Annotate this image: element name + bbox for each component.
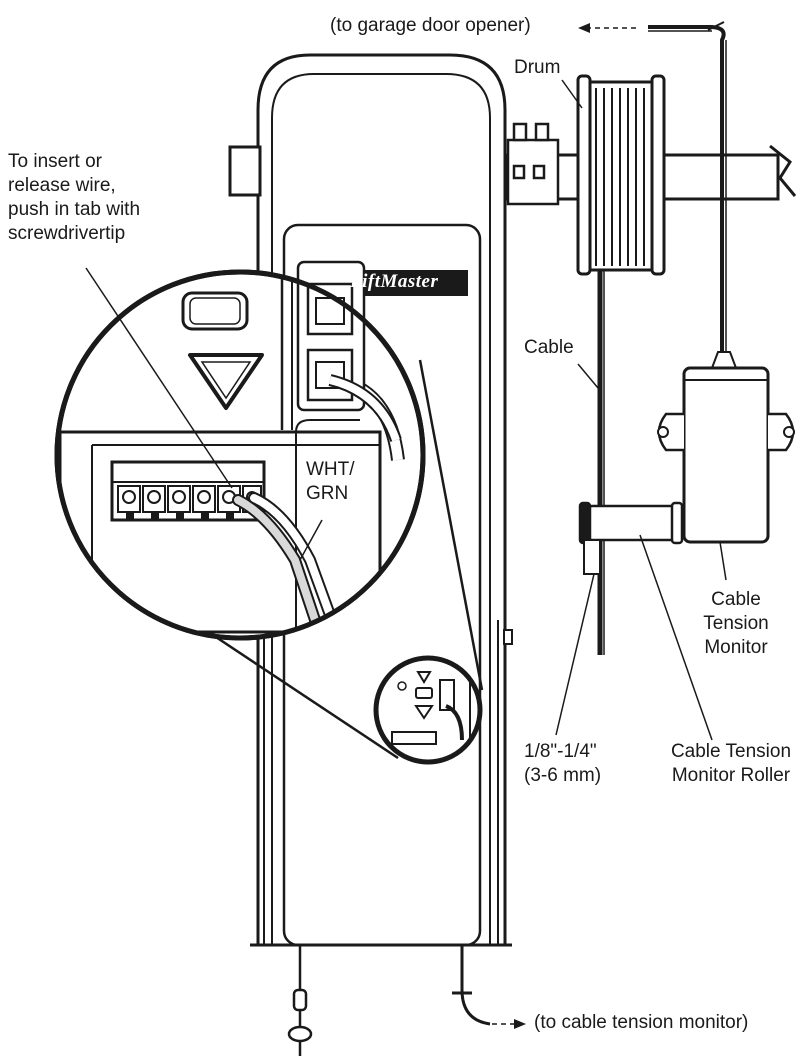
insert-line-4: screwdrivertip bbox=[8, 223, 126, 244]
label-wht-grn: WHT/ GRN bbox=[306, 458, 355, 506]
insert-line-3: push in tab with bbox=[8, 199, 141, 220]
insert-line-2: release wire, bbox=[8, 175, 116, 196]
label-cable: Cable bbox=[524, 337, 574, 358]
roller-pointer bbox=[639, 534, 713, 741]
ctm-line-2: Tension bbox=[703, 613, 769, 634]
side-bracket bbox=[228, 145, 262, 197]
grn-line: GRN bbox=[306, 483, 349, 504]
brand-logo: LiftMaster bbox=[350, 271, 439, 292]
cable bbox=[597, 270, 605, 655]
label-gap-distance: 1/8"-1/4" (3-6 mm) bbox=[524, 740, 601, 788]
ctm-pointer bbox=[719, 541, 727, 581]
cable-pointer bbox=[577, 363, 599, 389]
label-to-garage-door-opener: (to garage door opener) bbox=[330, 15, 531, 36]
label-drum: Drum bbox=[514, 57, 561, 78]
drum bbox=[576, 74, 666, 276]
wht-line: WHT/ bbox=[306, 459, 355, 480]
eye-bolt bbox=[287, 945, 313, 1056]
opener-wire bbox=[578, 21, 727, 360]
cable-tension-monitor bbox=[657, 351, 795, 544]
monitor-cable-out bbox=[452, 945, 526, 1029]
ctm-line-1: Cable bbox=[711, 589, 761, 610]
label-cable-tension-monitor: Cable Tension Monitor bbox=[686, 588, 786, 660]
gap-pointer bbox=[555, 573, 595, 736]
drum-pointer bbox=[561, 79, 583, 109]
insert-line-1: To insert or bbox=[8, 151, 102, 172]
tension-monitor-roller bbox=[578, 501, 684, 575]
ctm-line-3: Monitor bbox=[704, 637, 768, 658]
ctmr-line-1: Cable Tension bbox=[670, 741, 792, 762]
ctmr-line-2: Monitor Roller bbox=[671, 765, 791, 786]
gap-line-2: (3-6 mm) bbox=[524, 765, 602, 786]
wht-grn-pointer bbox=[299, 519, 323, 561]
insert-tab-pointer bbox=[85, 267, 233, 489]
set-collar bbox=[506, 122, 560, 206]
label-to-cable-tension-monitor: (to cable tension monitor) bbox=[534, 1012, 749, 1033]
gap-line-1: 1/8"-1/4" bbox=[524, 741, 597, 762]
side-screw bbox=[503, 629, 513, 645]
label-cable-tension-monitor-roller: Cable Tension Monitor Roller bbox=[658, 740, 804, 788]
label-insert-release-wire: To insert or release wire, push in tab w… bbox=[8, 150, 140, 246]
zoom-location-circle bbox=[373, 655, 483, 765]
